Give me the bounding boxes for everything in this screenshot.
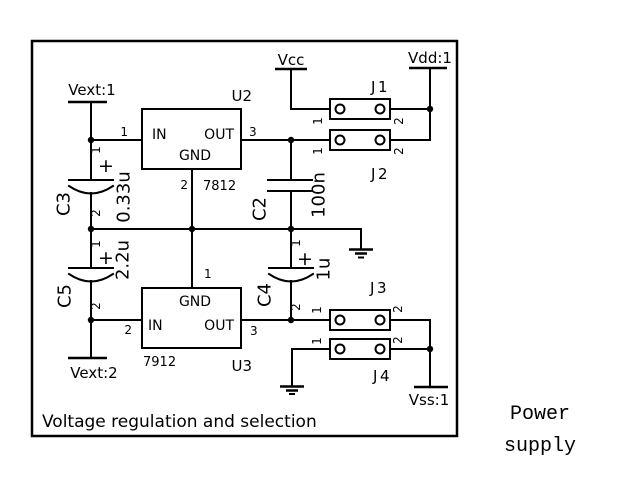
vext2-net-label: Vext:2 — [70, 364, 117, 382]
c5-pin1-number: 1 — [89, 240, 103, 248]
j4-refdes: J4 — [372, 367, 392, 385]
c4-pin1-number: 1 — [289, 239, 303, 247]
c4-pin2-number: 2 — [289, 303, 303, 311]
c5-pin2-number: 2 — [89, 302, 103, 310]
wire-vcc — [290, 68, 331, 110]
vcc-net-label: Vcc — [278, 51, 305, 69]
j1-pin2-number: 2 — [392, 117, 406, 125]
caption-line1: Power — [510, 403, 570, 426]
u3-pin-gnd-name: GND — [179, 294, 211, 310]
j1-pin1-number: 1 — [311, 117, 325, 125]
u3-pin3-number: 3 — [250, 324, 258, 338]
j4-body — [329, 338, 391, 360]
j4-pad1 — [334, 343, 346, 355]
j1-pad2 — [374, 103, 386, 115]
junction-dot — [426, 105, 434, 113]
j2-jumper: J2 1 2 — [311, 129, 406, 183]
j3-pad2 — [374, 314, 386, 326]
j1-pad1 — [334, 103, 346, 115]
u2-pin-out-name: OUT — [204, 127, 234, 143]
sheet-border — [30, 39, 459, 438]
vext1-net-label: Vext:1 — [68, 81, 115, 99]
c3-value: 0.33u — [114, 171, 135, 223]
u3-value: 7912 — [143, 355, 176, 370]
j4-pin1-number: 1 — [310, 337, 324, 345]
c3-plus-sign: + — [98, 155, 114, 177]
c5-curved-plate — [67, 272, 115, 283]
j1-refdes: J1 — [370, 78, 390, 96]
u3-pin1-number: 1 — [204, 267, 212, 281]
c3-pin2-number: 2 — [89, 209, 103, 217]
c4-value: 1u — [314, 258, 335, 281]
j3-pin1-number: 1 — [310, 306, 324, 314]
c2-refdes: C2 — [250, 197, 271, 221]
junction-dots — [87, 105, 434, 353]
c2-capacitor: C2 100n — [250, 172, 330, 221]
junction-dot — [426, 345, 434, 353]
wire-j4-1 — [291, 348, 331, 387]
ground-symbol — [349, 248, 373, 259]
j3-pin2-number: 2 — [391, 305, 405, 313]
c5-value: 2.2u — [113, 240, 134, 280]
junction-dot — [87, 136, 95, 144]
vss1-net-label: Vss:1 — [409, 391, 450, 409]
net-labels: Vext:1 Vcc Vdd:1 Vext:2 Vss:1 — [68, 49, 452, 409]
j4-jumper: J4 1 2 — [310, 336, 405, 385]
u2-value: 7812 — [203, 179, 236, 194]
j4-pin2-number: 2 — [391, 336, 405, 344]
j2-pad1 — [334, 134, 346, 146]
u3-pin-in-name: IN — [148, 318, 163, 334]
u2-pin-in-name: IN — [152, 127, 167, 143]
j2-pin1-number: 1 — [311, 147, 325, 155]
net-wires — [68, 66, 448, 389]
j3-jumper: J3 1 2 — [310, 279, 405, 331]
u3-pin2-number: 2 — [124, 323, 132, 337]
sheet-title: Voltage regulation and selection — [42, 412, 317, 432]
c3-refdes: C3 — [54, 192, 75, 216]
junction-dot — [287, 225, 295, 233]
c5-capacitor: + C5 2.2u 1 2 — [55, 240, 134, 310]
c4-refdes: C4 — [255, 283, 276, 307]
j1-jumper: J1 1 2 — [311, 78, 406, 125]
j4-pad2 — [374, 343, 386, 355]
caption-line2: supply — [504, 435, 576, 458]
c4-curved-plate — [267, 272, 315, 283]
j1-body — [329, 98, 391, 120]
u2-body — [141, 108, 242, 170]
j3-pad1 — [334, 314, 346, 326]
u3-refdes: U3 — [231, 357, 252, 375]
j3-refdes: J3 — [369, 279, 389, 297]
c3-curved-plate — [67, 184, 115, 195]
j2-refdes: J2 — [370, 165, 390, 183]
junction-dot — [287, 136, 295, 144]
c4-capacitor: + C4 1u 1 2 — [255, 239, 335, 311]
vdd1-net-label: Vdd:1 — [408, 49, 452, 67]
junction-dot — [287, 316, 295, 324]
c3-capacitor: + C3 0.33u 1 2 — [54, 146, 135, 223]
ground-symbol — [280, 385, 304, 395]
c5-plus-sign: + — [98, 247, 114, 269]
j3-body — [329, 309, 391, 331]
c4-plus-sign: + — [297, 248, 313, 270]
u3-pin-out-name: OUT — [204, 318, 234, 334]
junction-dot — [188, 225, 196, 233]
u3-body — [141, 287, 242, 349]
j2-pad2 — [374, 134, 386, 146]
u2-refdes: U2 — [231, 87, 252, 105]
u2-pin1-number: 1 — [120, 125, 128, 139]
j2-body — [329, 129, 391, 151]
u2-pin-gnd-name: GND — [179, 148, 211, 164]
c5-refdes: C5 — [55, 284, 76, 308]
j2-pin2-number: 2 — [392, 147, 406, 155]
c3-pin1-number: 1 — [89, 146, 103, 154]
c2-value: 100n — [309, 172, 330, 218]
u2-pin3-number: 3 — [249, 125, 257, 139]
u2-regulator: U2 IN OUT GND 7812 1 3 2 — [120, 87, 256, 194]
u3-regulator: U3 GND IN OUT 7912 1 2 3 — [124, 267, 257, 375]
u2-pin2-number: 2 — [180, 178, 188, 192]
junction-dot — [87, 225, 95, 233]
junction-dot — [87, 316, 95, 324]
